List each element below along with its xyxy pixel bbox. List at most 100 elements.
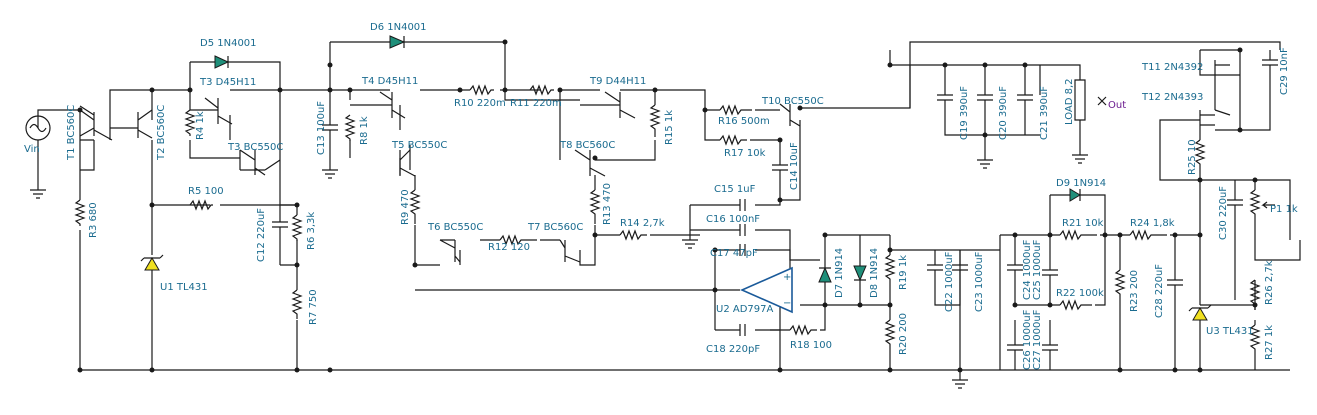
label-t12: T12 2N4393 bbox=[1141, 92, 1203, 103]
resistor-r22 bbox=[1059, 299, 1092, 311]
label-r5: R5 100 bbox=[188, 186, 224, 197]
junction bbox=[1012, 302, 1018, 308]
transistor-t3-d45h11 bbox=[190, 97, 233, 125]
label-c14: C14 10uF bbox=[789, 142, 800, 190]
junction bbox=[557, 87, 563, 93]
diode-d8 bbox=[853, 260, 867, 285]
junction bbox=[277, 87, 283, 93]
svg-text:+: + bbox=[783, 272, 791, 283]
junction bbox=[712, 287, 718, 293]
resistor-r13 bbox=[589, 189, 601, 224]
reference-u1 bbox=[140, 254, 164, 271]
label-r23: R23 200 bbox=[1129, 270, 1140, 312]
capacitor-c21 bbox=[1017, 94, 1033, 110]
label-r9: R9 470 bbox=[400, 189, 411, 225]
capacitor-c26 bbox=[1007, 344, 1023, 360]
label-u1: U1 TL431 bbox=[160, 282, 208, 293]
junction bbox=[592, 155, 598, 161]
vin-source bbox=[25, 115, 51, 199]
capacitor-c29 bbox=[1262, 59, 1278, 85]
wires bbox=[37, 41, 1301, 371]
label-r24: R24 1,8k bbox=[1130, 218, 1175, 229]
junction bbox=[822, 302, 828, 308]
junction bbox=[652, 87, 658, 93]
junction bbox=[712, 247, 718, 253]
ground-symbol bbox=[322, 165, 338, 179]
junction bbox=[327, 62, 333, 68]
resistor-r11 bbox=[529, 84, 554, 96]
capacitor-c13 bbox=[322, 110, 338, 145]
junction bbox=[1252, 177, 1258, 183]
label-t11: T11 2N4392 bbox=[1141, 62, 1203, 73]
label-t3-d45h11: T3 D45H11 bbox=[199, 77, 256, 88]
transistor-t8 bbox=[574, 149, 606, 177]
transistor-t5 bbox=[399, 149, 416, 177]
label-r25: R25 10 bbox=[1187, 139, 1198, 175]
junction bbox=[777, 137, 783, 143]
junction bbox=[822, 232, 828, 238]
transistor-t1 bbox=[79, 109, 95, 137]
junction bbox=[702, 107, 708, 113]
capacitor-c16 bbox=[739, 224, 746, 236]
label-r12: R12 120 bbox=[488, 242, 530, 253]
resistor-r12 bbox=[499, 234, 537, 246]
resistor-r7 bbox=[291, 289, 303, 319]
transistor-t6 bbox=[439, 239, 461, 263]
label-c20: C20 390uF bbox=[998, 86, 1009, 140]
label-t9: T9 D44H11 bbox=[589, 76, 646, 87]
junction bbox=[1237, 47, 1243, 53]
resistor-r27 bbox=[1249, 324, 1261, 355]
label-c18: C18 220pF bbox=[706, 344, 760, 355]
junction bbox=[777, 367, 783, 373]
label-t5: T5 BC550C bbox=[391, 140, 447, 151]
junction bbox=[887, 62, 893, 68]
label-c19: C19 390uF bbox=[959, 86, 970, 140]
label-p1: P1 1k bbox=[1270, 204, 1298, 215]
resistor-r25 bbox=[1194, 139, 1206, 165]
junction bbox=[1047, 302, 1053, 308]
capacitor-c15 bbox=[739, 199, 746, 211]
label-r15: R15 1k bbox=[664, 110, 675, 145]
potentiometer-p1 bbox=[1249, 189, 1275, 220]
junction bbox=[592, 232, 598, 238]
label-t7: T7 BC560C bbox=[527, 222, 583, 233]
junction bbox=[1047, 232, 1053, 238]
transistor-t4 bbox=[350, 91, 406, 119]
junction bbox=[777, 197, 783, 203]
svg-text:−: − bbox=[783, 298, 791, 309]
label-c28: C28 220uF bbox=[1154, 264, 1165, 318]
label-t4: T4 D45H11 bbox=[361, 76, 418, 87]
junction bbox=[502, 39, 508, 45]
diode-d9 bbox=[1060, 188, 1095, 202]
capacitor-c27 bbox=[1042, 344, 1058, 360]
capacitor-c18 bbox=[739, 324, 746, 336]
label-r18: R18 100 bbox=[790, 340, 832, 351]
label-c13: C13 100uF bbox=[316, 101, 327, 155]
label-c30: C30 220uF bbox=[1218, 186, 1229, 240]
junction bbox=[887, 302, 893, 308]
label-c29: C29 10nF bbox=[1279, 47, 1290, 95]
capacitor-c14 bbox=[772, 160, 788, 175]
ground-symbol bbox=[977, 155, 993, 169]
label-c27: C27 1000uF bbox=[1032, 309, 1043, 370]
label-r27: R27 1k bbox=[1264, 325, 1275, 360]
junction bbox=[1022, 62, 1028, 68]
output-terminal bbox=[1097, 96, 1107, 106]
label-c17: C17 47pF bbox=[710, 248, 758, 259]
transistor-t2 bbox=[110, 109, 153, 139]
junction bbox=[887, 247, 893, 253]
capacitor-c24 bbox=[1007, 264, 1023, 300]
label-t2: T2 BC560C bbox=[156, 105, 167, 161]
label-d7: D7 1N914 bbox=[834, 248, 845, 298]
capacitor-c19 bbox=[937, 94, 953, 110]
junction bbox=[149, 367, 155, 373]
resistors bbox=[74, 79, 1275, 355]
label-c15: C15 1uF bbox=[714, 184, 756, 195]
label-d9: D9 1N914 bbox=[1056, 178, 1106, 189]
label-r4: R4 1k bbox=[195, 111, 206, 140]
junction bbox=[327, 367, 333, 373]
junction bbox=[1012, 232, 1018, 238]
junction bbox=[1237, 127, 1243, 133]
resistor-r8 bbox=[344, 114, 356, 141]
